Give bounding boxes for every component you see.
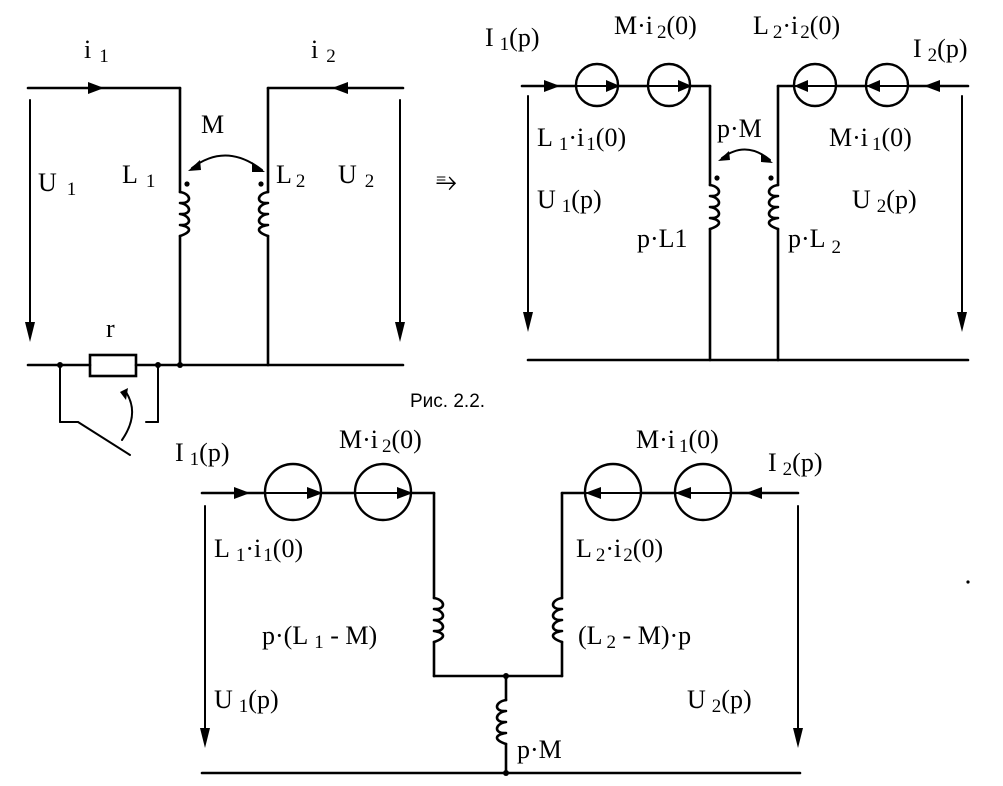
c1-node-c xyxy=(177,362,183,368)
margin-speck xyxy=(966,580,970,584)
c2-source-arrow-3 xyxy=(794,80,808,92)
c1-current-arrow-i1 xyxy=(88,82,104,94)
c1-switch-action-arc xyxy=(121,391,133,441)
c1-node-a xyxy=(57,362,63,368)
c3-source-arrow-4 xyxy=(675,487,691,499)
c3-node-bottom xyxy=(503,770,509,776)
c3-node-mid xyxy=(503,673,509,679)
c2-mutual-arrow-right xyxy=(761,153,773,163)
c3-voltage-arrow-u1 xyxy=(200,728,210,748)
c3-inductor-left xyxy=(432,596,445,644)
c3-voltage-arrow-u2 xyxy=(793,728,803,748)
c2-current-arrow-i2 xyxy=(924,80,940,92)
c2-voltage-arrow-u2 xyxy=(957,312,967,332)
c1-label-resistor: r xyxy=(106,314,115,343)
c1-resistor xyxy=(88,353,138,378)
c1-mutual-arc xyxy=(191,154,263,171)
c2-polarity-dot-l2 xyxy=(768,175,774,181)
c3-source-arrow-3 xyxy=(585,487,601,499)
c2-label-mutual: p·M xyxy=(717,114,762,143)
equivalence-sign: ⥱ xyxy=(436,167,457,196)
c1-polarity-dot-l1 xyxy=(184,181,190,187)
c1-mutual-arrow-right xyxy=(252,162,265,172)
c2-current-arrow-i1 xyxy=(544,80,560,92)
c2-source-arrow-4 xyxy=(866,80,880,92)
c1-mutual-arrow-left xyxy=(188,160,201,171)
c1-inductor-l2 xyxy=(257,190,270,238)
c1-voltage-arrow-u1 xyxy=(25,322,35,342)
c3-label-mid-inductor: p·M xyxy=(517,735,562,764)
c3-current-arrow-i2 xyxy=(746,487,762,499)
c2-source-arrow-2 xyxy=(678,80,692,92)
c3-source-arrow-2 xyxy=(397,487,413,499)
c1-switch-blade xyxy=(77,421,131,456)
c2-source-arrow-1 xyxy=(606,80,620,92)
c1-current-arrow-i2 xyxy=(332,82,348,94)
c3-source-arrow-1 xyxy=(307,487,323,499)
c2-inductor-l2 xyxy=(767,183,780,231)
c1-label-mutual: M xyxy=(201,110,224,139)
c2-label-pl1: p·L1 xyxy=(637,224,688,253)
c2-inductor-l1 xyxy=(708,183,721,231)
c3-current-arrow-i1 xyxy=(234,487,250,499)
c1-switch-action-arrow xyxy=(120,388,128,400)
c3-inductor-mid xyxy=(495,698,508,746)
c2-polarity-dot-l1 xyxy=(714,175,720,181)
c1-polarity-dot-l2 xyxy=(258,181,264,187)
c2-voltage-arrow-u1 xyxy=(523,312,533,332)
c1-voltage-arrow-u2 xyxy=(395,322,405,342)
c1-node-b xyxy=(155,362,161,368)
c1-inductor-l1 xyxy=(178,190,191,238)
figure-caption: Рис. 2.2. xyxy=(410,391,485,412)
c3-inductor-right xyxy=(551,596,564,644)
c2-mutual-arrow-left xyxy=(718,151,730,161)
